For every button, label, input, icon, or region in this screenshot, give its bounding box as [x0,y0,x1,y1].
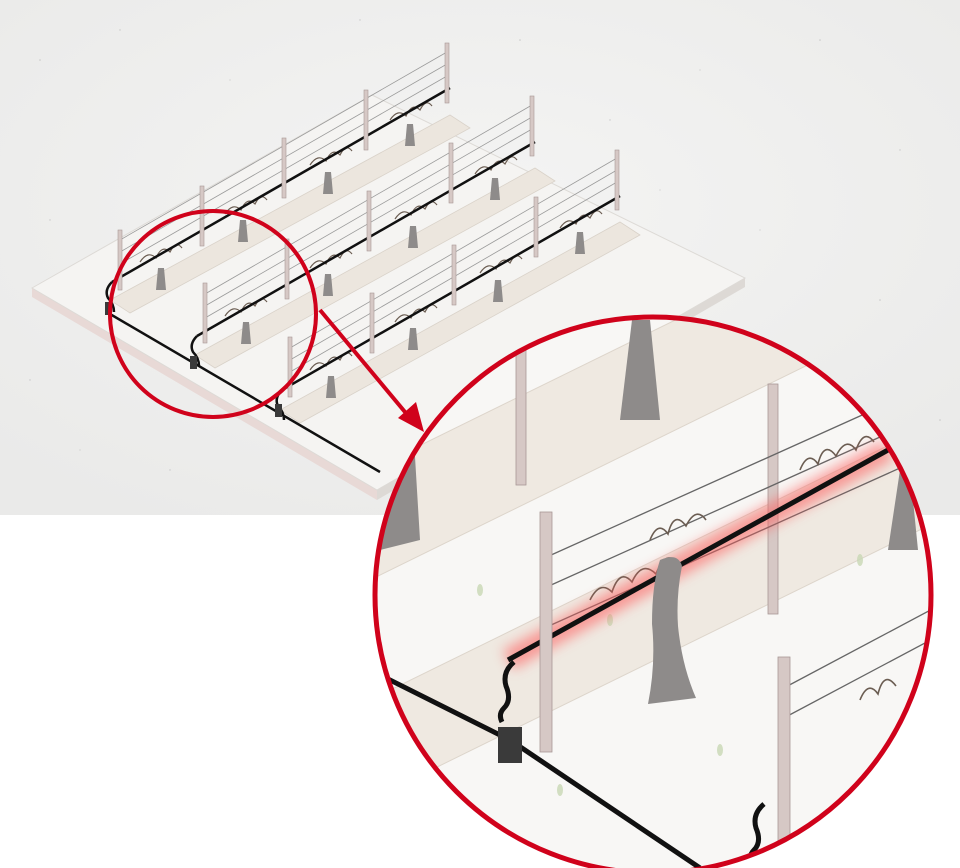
valve-box [498,727,522,763]
valve-box [275,404,282,417]
valve-box [190,356,197,369]
